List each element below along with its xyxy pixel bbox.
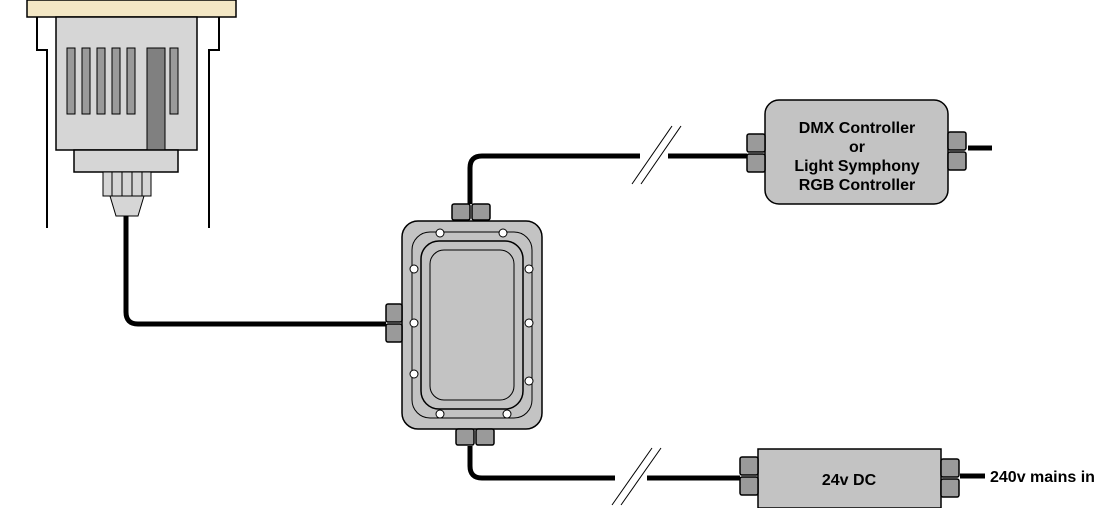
recessed-light-fixture bbox=[26, 0, 237, 228]
cable-junction-to-controller-a bbox=[467, 153, 640, 204]
cable-break-marks bbox=[611, 125, 682, 506]
cables bbox=[123, 145, 992, 481]
light-trim bbox=[26, 0, 237, 18]
heat-sink-bar bbox=[146, 47, 166, 155]
power-supply-connector-left bbox=[739, 456, 759, 496]
cable-gland bbox=[102, 171, 152, 217]
power-supply-connector-right bbox=[940, 458, 960, 498]
ground-outline bbox=[208, 15, 229, 228]
controller-label-line-3: Light Symphony bbox=[794, 158, 919, 175]
power-supply-box: 24v DC bbox=[739, 448, 960, 508]
mains-label: 240v mains in bbox=[990, 469, 1095, 486]
controller-label-line-2: or bbox=[849, 139, 865, 156]
power-supply-body bbox=[757, 448, 942, 508]
break-mark bbox=[631, 125, 673, 185]
controller-connector-right bbox=[947, 131, 967, 171]
break-mark bbox=[640, 125, 682, 185]
break-mark bbox=[620, 447, 662, 506]
junction-box-screws bbox=[409, 228, 534, 419]
controller-connector-left bbox=[746, 133, 766, 173]
junction-connector-bottom bbox=[455, 428, 495, 446]
heat-sink-fins bbox=[66, 47, 179, 115]
power-supply-label: 24v DC bbox=[822, 472, 877, 489]
cable-light-to-junction bbox=[123, 215, 386, 327]
controller-label-line-4: RGB Controller bbox=[799, 177, 915, 194]
light-lower-body bbox=[73, 149, 179, 173]
ground-outline bbox=[27, 15, 48, 228]
junction-box bbox=[385, 203, 543, 446]
junction-connector-top bbox=[451, 203, 491, 221]
break-mark bbox=[611, 447, 653, 506]
junction-box-lid-inner bbox=[429, 249, 515, 401]
controller-label-line-1: DMX Controller bbox=[799, 120, 915, 137]
controller-box: DMX Controller or Light Symphony RGB Con… bbox=[746, 99, 967, 205]
junction-connector-left bbox=[385, 303, 403, 343]
cable-junction-to-psu-a bbox=[467, 446, 615, 481]
